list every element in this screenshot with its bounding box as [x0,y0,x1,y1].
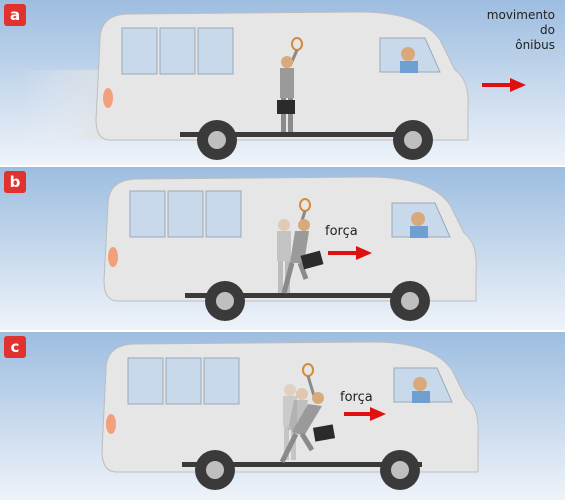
driver-body [410,226,428,238]
panel-a: a movimento do ônibus [0,0,565,165]
passenger-head [312,392,324,404]
caption-line: do [540,23,555,37]
bus-window [205,190,242,238]
bus-floor [180,132,410,137]
rear-hubcap [216,292,234,310]
briefcase [277,100,295,114]
bus-floor [182,462,422,467]
bus-window [165,357,202,405]
panel-label-badge: c [4,336,26,358]
motion-caption: movimento do ônibus [435,8,555,53]
panel-b: b [0,167,565,330]
bus-window [129,190,166,238]
panel-b-illustration [0,167,565,330]
rear-hubcap [206,461,224,479]
panel-c: c [0,332,565,500]
rear-light [103,88,113,108]
rear-light [106,414,116,434]
passenger-leg [281,98,286,132]
rear-hubcap [208,131,226,149]
motion-arrow-head [510,78,526,92]
panel-divider [0,330,565,332]
passenger-head [298,219,310,231]
front-hubcap [391,461,409,479]
passenger-leg [288,98,293,132]
front-hubcap [404,131,422,149]
passenger-leg [281,262,295,294]
panel-c-illustration [0,332,565,500]
bus-window [167,190,204,238]
passenger-torso [280,68,294,98]
panel-divider [0,165,565,167]
force-arrow-head [356,246,372,260]
panel-a-illustration [0,0,565,165]
driver-head [413,377,427,391]
front-hubcap [401,292,419,310]
passenger-head [281,56,293,68]
panel-label-badge: a [4,4,26,26]
passenger-arm [306,375,316,397]
bus-window [127,357,164,405]
bus-window [203,357,240,405]
passenger-leg [299,432,315,452]
driver-head [401,47,415,61]
force-caption: força [325,224,358,239]
passenger-leg [297,262,309,280]
force-caption: força [340,390,373,405]
passenger-leg [279,432,299,464]
bus-floor [185,293,420,298]
passenger-torso [292,404,322,436]
caption-line: ônibus [515,38,555,52]
force-arrow-head [370,407,386,421]
driver-body [400,61,418,73]
driver-body [412,391,430,403]
panel-label-badge: b [4,171,26,193]
rear-light [108,247,118,267]
briefcase [312,424,336,442]
bus-window [121,27,158,75]
bus-window [159,27,196,75]
briefcase [300,250,324,270]
bus-window [197,27,234,75]
driver-head [411,212,425,226]
caption-line: movimento [486,8,555,22]
